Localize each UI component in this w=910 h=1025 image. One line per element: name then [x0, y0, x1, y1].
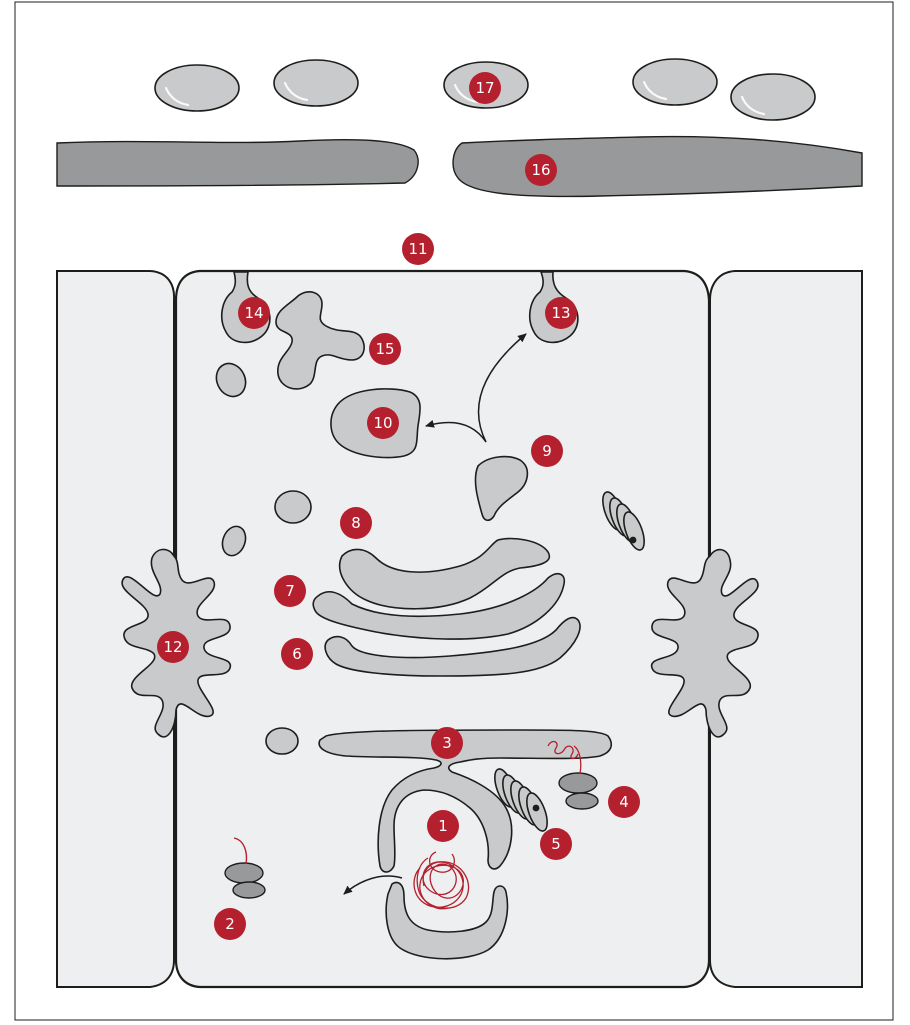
badge-10-label: 10 [373, 414, 392, 432]
badge-17-label: 17 [475, 79, 494, 97]
badge-17: 17 [469, 72, 501, 104]
blood-cell [633, 59, 717, 105]
badge-15: 15 [369, 333, 401, 365]
badge-3: 3 [431, 727, 463, 759]
blood-cell [731, 74, 815, 120]
badge-14-label: 14 [244, 304, 263, 322]
badge-7: 7 [274, 575, 306, 607]
badge-2-label: 2 [225, 915, 235, 933]
badge-5-label: 5 [551, 835, 561, 853]
badge-16-label: 16 [531, 161, 550, 179]
badge-4: 4 [608, 786, 640, 818]
badge-13-label: 13 [551, 304, 570, 322]
badge-5: 5 [540, 828, 572, 860]
badge-1: 1 [427, 810, 459, 842]
badge-12-label: 12 [163, 638, 182, 656]
badge-14: 14 [238, 297, 270, 329]
badge-11-label: 11 [408, 240, 427, 258]
blood-cell [274, 60, 358, 106]
badge-9: 9 [531, 435, 563, 467]
badge-4-label: 4 [619, 793, 629, 811]
badge-3-label: 3 [442, 734, 452, 752]
badge-9-label: 9 [542, 442, 552, 460]
badge-6-label: 6 [292, 645, 302, 663]
badge-10: 10 [367, 407, 399, 439]
small-vesicle [266, 728, 298, 754]
badge-13: 13 [545, 297, 577, 329]
badge-6: 6 [281, 638, 313, 670]
badge-15-label: 15 [375, 340, 394, 358]
badge-16: 16 [525, 154, 557, 186]
badge-1-label: 1 [438, 817, 448, 835]
endothelial-band-left [57, 140, 418, 186]
badge-8: 8 [340, 507, 372, 539]
endothelial-band-right [453, 137, 862, 197]
small-vesicle [275, 491, 311, 523]
badge-12: 12 [157, 631, 189, 663]
blood-cell [155, 65, 239, 111]
badge-2: 2 [214, 908, 246, 940]
badge-7-label: 7 [285, 582, 295, 600]
badge-8-label: 8 [351, 514, 361, 532]
badge-11: 11 [402, 233, 434, 265]
